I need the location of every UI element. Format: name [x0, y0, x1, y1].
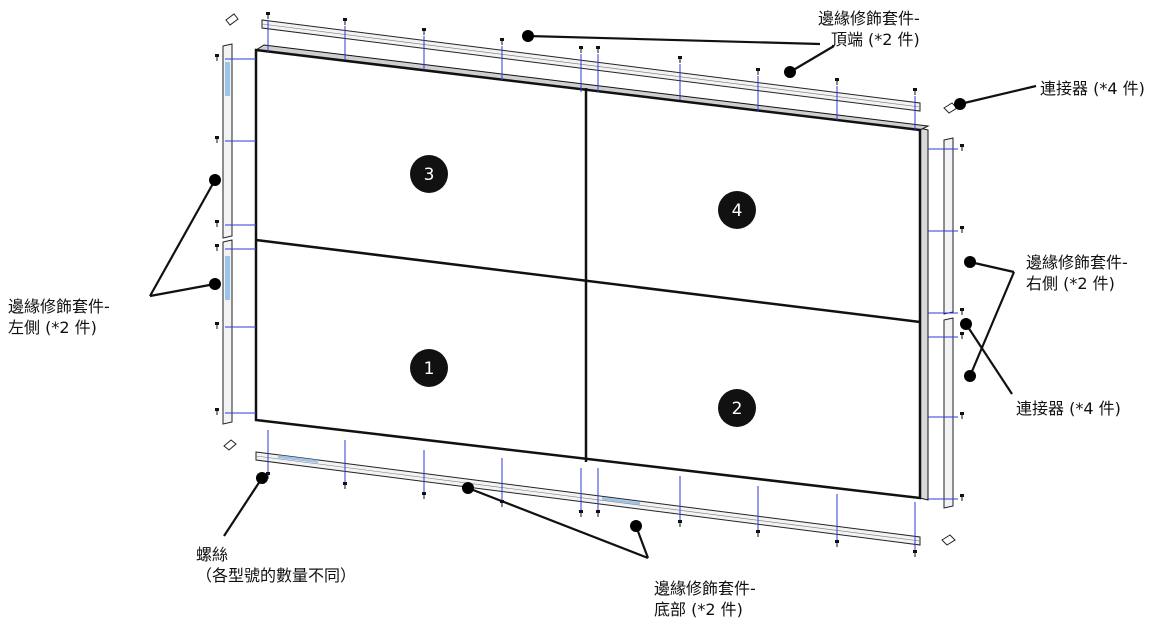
- panel-badge-1: 1: [410, 349, 448, 387]
- screw-icon: [266, 472, 270, 479]
- screw-icon: [835, 540, 839, 547]
- label-top-trim: 邊緣修飾套件- 頂端 (*2 件): [818, 9, 920, 49]
- left-trim-bar: [222, 43, 233, 425]
- label-left-trim: 邊緣修飾套件- 左側 (*2 件): [8, 297, 110, 337]
- right-trim-bar: [943, 137, 954, 509]
- screw-icon: [579, 510, 583, 517]
- screw-icon: [343, 18, 347, 25]
- label-connector-mid: 連接器 (*4 件): [1016, 399, 1121, 418]
- screw-icon: [913, 88, 917, 95]
- screw-icon: [215, 54, 219, 61]
- screw-icon: [678, 56, 682, 63]
- screw-icon: [215, 322, 219, 329]
- screw-icon: [579, 46, 583, 53]
- screw-icon: [596, 510, 600, 517]
- label-screws: 螺絲 （各型號的數量不同）: [196, 545, 357, 585]
- panel-number: 3: [424, 165, 435, 185]
- panel-badge-4: 4: [718, 191, 756, 229]
- screw-icon: [343, 482, 347, 489]
- label-bottom-trim: 邊緣修飾套件- 底部 (*2 件): [654, 579, 756, 619]
- screw-icon: [422, 492, 426, 499]
- screw-icon: [215, 136, 219, 143]
- panel-number: 4: [732, 201, 743, 221]
- screw-icon: [678, 520, 682, 527]
- screw-icon: [756, 530, 760, 537]
- display-wall: [254, 44, 930, 501]
- screw-icon: [500, 38, 504, 45]
- screw-icon: [960, 494, 964, 501]
- label-right-trim: 邊緣修飾套件- 右側 (*2 件): [1026, 253, 1128, 293]
- screw-icon: [960, 226, 964, 233]
- screw-icon: [960, 412, 964, 419]
- panel-badge-2: 2: [718, 389, 756, 427]
- screw-icon: [215, 244, 219, 251]
- screw-icon: [215, 408, 219, 415]
- panel-badge-3: 3: [410, 155, 448, 193]
- screw-icon: [756, 68, 760, 75]
- connector-icon: [223, 13, 958, 546]
- bottom-trim-bar: [255, 451, 921, 546]
- screw-icon: [913, 550, 917, 557]
- screws: [215, 12, 964, 557]
- screw-icon: [960, 308, 964, 315]
- panel-number: 1: [424, 359, 435, 379]
- screw-icon: [422, 28, 426, 35]
- screw-guides: [225, 20, 958, 550]
- top-trim-bar: [261, 19, 921, 112]
- label-connector-top: 連接器 (*4 件): [1040, 79, 1145, 98]
- panel-number: 2: [732, 399, 743, 419]
- screw-icon: [266, 12, 270, 19]
- screw-icon: [835, 78, 839, 85]
- screw-icon: [215, 220, 219, 227]
- screw-icon: [960, 332, 964, 339]
- callout-dots: [209, 30, 976, 532]
- screw-icon: [960, 144, 964, 151]
- screw-icon: [596, 46, 600, 53]
